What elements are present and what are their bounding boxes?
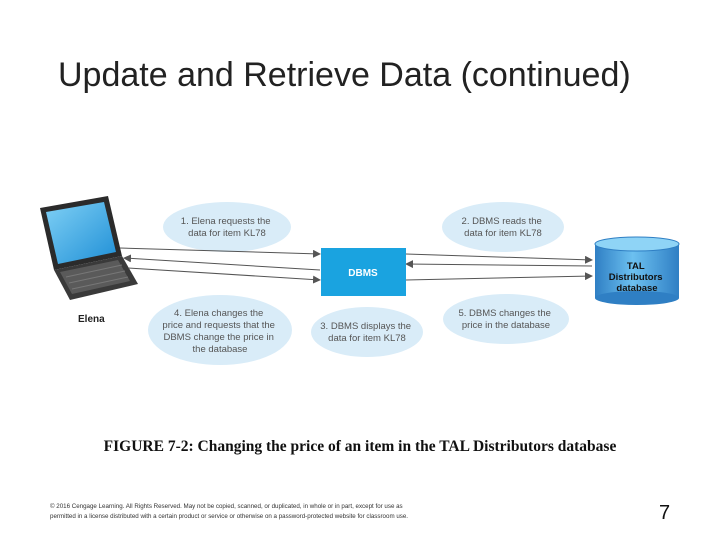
arrow-read-request <box>406 254 592 260</box>
step3-bubble <box>311 307 423 357</box>
step2-bubble <box>442 202 564 252</box>
step2-text: 2. DBMS reads the data for item KL78 <box>462 216 545 239</box>
arrow-write <box>406 276 592 280</box>
arrow-change-request <box>128 268 320 280</box>
copyright-line-2: permitted in a license distributed with … <box>50 512 530 522</box>
step5-bubble <box>443 294 569 344</box>
page-number: 7 <box>659 502 670 525</box>
step5-text: 5. DBMS changes the price in the databas… <box>458 308 553 331</box>
user-label: Elena <box>78 314 105 325</box>
copyright-notice: © 2016 Cengage Learning. All Rights Rese… <box>50 502 530 522</box>
arrow-read-return <box>406 264 592 266</box>
copyright-line-1: © 2016 Cengage Learning. All Rights Rese… <box>50 502 530 512</box>
figure-caption: FIGURE 7-2: Changing the price of an ite… <box>0 438 720 456</box>
step3-text: 3. DBMS displays the data for item KL78 <box>320 321 413 344</box>
dbms-label: DBMS <box>348 268 378 279</box>
step1-text: 1. Elena requests the data for item KL78 <box>181 216 273 239</box>
step1-bubble <box>163 202 291 252</box>
arrow-display <box>124 258 320 270</box>
